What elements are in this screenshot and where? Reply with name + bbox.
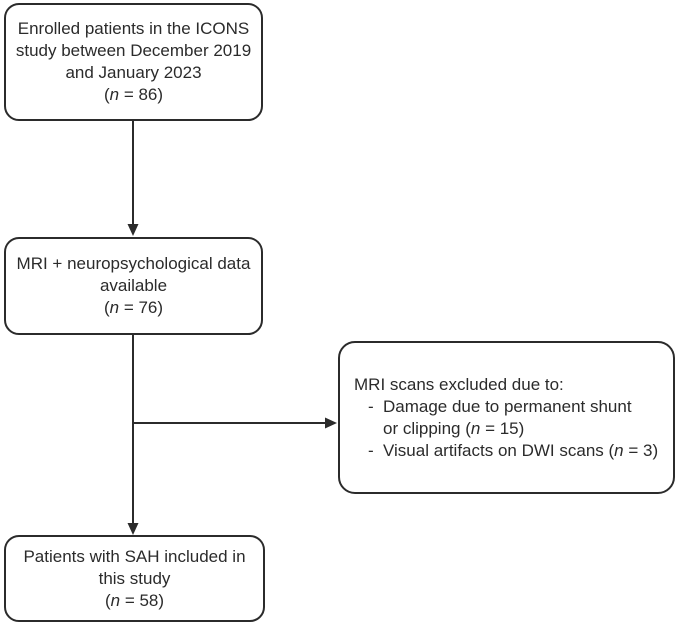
count-variable: n [110,590,121,610]
arrowhead-right-icon [325,417,337,429]
count-value: = 76) [119,298,164,317]
exclusion-line: or clipping ( [383,418,471,438]
bullet-dash: - [368,396,374,416]
count-value: = 3) [623,440,659,460]
count-value: = 58) [120,590,165,610]
count-variable: n [109,85,120,104]
arrowhead-down-icon [127,523,139,535]
box-text-line: Patients with SAH included in [23,546,246,566]
box-mri-data-available: MRI + neuropsychological data available … [4,237,263,335]
sample-count: (n = 76) [14,297,253,319]
box-enrolled-patients: Enrolled patients in the ICONS study bet… [4,3,263,121]
box-text-line: available [99,276,168,295]
arrowhead-down-icon [127,224,139,236]
exclusion-line: Damage due to permanent shunt [383,396,632,416]
exclusion-item-text: Visual artifacts on DWI scans (n = 3) [383,440,661,462]
count-open: ( [104,590,111,610]
count-value: = 86) [119,85,164,104]
box-text-line: Enrolled patients in the ICONS [17,19,250,38]
box-text-line: study between December 2019 [15,41,252,60]
box-patients-included: Patients with SAH included in this study… [4,535,265,622]
count-variable: n [614,440,624,460]
count-value: = 15) [480,418,525,438]
box-text-line: this study [98,568,171,588]
count-open: ( [103,85,110,104]
box-text-line: MRI + neuropsychological data [16,254,251,273]
bullet-dash: - [368,440,374,460]
exclusion-line: Visual artifacts on DWI scans ( [383,440,615,460]
exclusion-item: - Visual artifacts on DWI scans (n = 3) [354,440,661,462]
sample-count: (n = 86) [14,84,253,106]
exclusion-title: MRI scans excluded due to: [354,374,564,394]
box-text-line: and January 2023 [65,63,202,82]
sample-count: (n = 58) [14,590,255,612]
count-open: ( [103,298,110,317]
count-variable: n [470,418,481,438]
count-variable: n [109,298,120,317]
box-mri-scans-excluded: MRI scans excluded due to: - Damage due … [338,341,675,494]
